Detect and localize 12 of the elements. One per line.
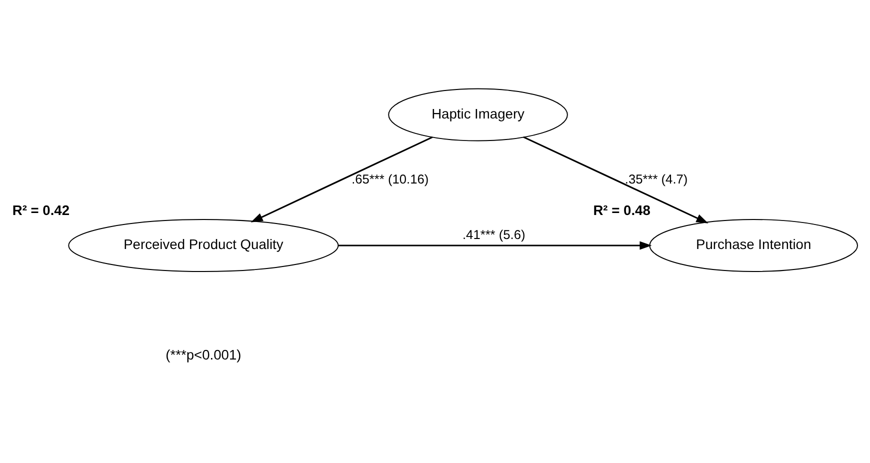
- node-ellipse: Haptic Imagery: [388, 88, 568, 142]
- label: (***p<0.001): [166, 346, 242, 362]
- edge-label: .35*** (4.7): [624, 171, 688, 186]
- edge-label: .65*** (10.16): [352, 171, 429, 186]
- node-ellipse: Purchase Intention: [649, 219, 858, 272]
- arrow: [338, 241, 652, 250]
- node-ellipse: Perceived Product Quality: [68, 219, 339, 272]
- arrow: [523, 136, 708, 224]
- node-label: R² = 0.42: [12, 202, 70, 218]
- arrow: [250, 136, 433, 222]
- edge-label: .41*** (5.6): [462, 226, 526, 242]
- node-label: R² = 0.48: [593, 202, 650, 218]
